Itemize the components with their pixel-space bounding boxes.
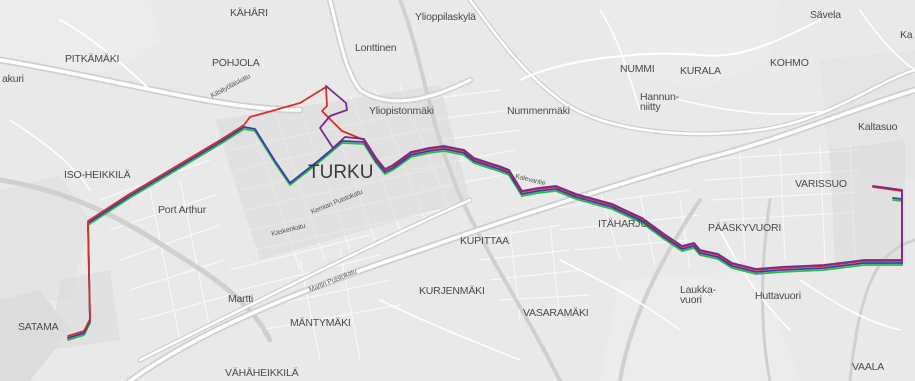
label-laukkavuori: Laukka-vuori bbox=[680, 284, 717, 306]
label-kurala: KURALA bbox=[680, 65, 721, 77]
label-iso-heikkila: ISO-HEIKKILÄ bbox=[64, 169, 131, 181]
bus-routes bbox=[67, 85, 903, 341]
label-nummi: NUMMI bbox=[620, 63, 655, 75]
label-kupittaa: KUPITTAA bbox=[460, 235, 509, 247]
label-pitkamaki: PITKÄMÄKI bbox=[65, 53, 119, 65]
label-akuri: akuri bbox=[2, 73, 24, 85]
district-labels: KÄHÄRI Ylioppilaskylä Sävela Ka PITKÄMÄK… bbox=[2, 7, 913, 379]
label-hannunniitty: Hannun-niitty bbox=[640, 91, 680, 113]
label-satama: SATAMA bbox=[18, 321, 59, 333]
label-kaltasuo: Kaltasuo bbox=[858, 121, 898, 133]
label-varissuo: VARISSUO bbox=[795, 178, 847, 190]
label-turku: TURKU bbox=[308, 162, 373, 183]
label-yliopistonmaki: Yliopistonmäki bbox=[369, 105, 434, 117]
label-vasaramaki: VASARAMÄKI bbox=[523, 307, 589, 319]
label-itaharju: ITÄHARJU bbox=[598, 218, 648, 230]
label-mantymaki: MÄNTYMÄKI bbox=[290, 317, 351, 329]
urban-shading bbox=[50, 85, 905, 350]
label-hannunniitty-line1: Hannun- bbox=[640, 91, 680, 103]
label-kohmo: KOHMO bbox=[770, 57, 809, 69]
label-martti: Martti bbox=[228, 293, 253, 305]
label-paaskyvuori: PÄÄSKYVUORI bbox=[708, 222, 781, 234]
label-port-arthur: Port Arthur bbox=[158, 204, 207, 216]
route-line-purple bbox=[319, 85, 903, 270]
label-vahaheikkila: VÄHÄHEIKKILÄ bbox=[225, 367, 299, 379]
label-huttavuori: Huttavuori bbox=[755, 290, 801, 302]
label-laukkavuori-line1: Laukka- bbox=[680, 284, 717, 296]
label-savela: Sävela bbox=[810, 9, 841, 21]
label-nummenmaki: Nummenmäki bbox=[507, 105, 570, 117]
label-laukkavuori-line2: vuori bbox=[680, 294, 702, 306]
label-kurjenmaki: KURJENMÄKI bbox=[419, 285, 485, 297]
route-line-blue bbox=[67, 126, 903, 339]
label-pohjola: POHJOLA bbox=[212, 57, 260, 69]
label-vaala: VAALA bbox=[852, 361, 884, 373]
harbor-water bbox=[0, 290, 70, 381]
route-line-green bbox=[67, 128, 903, 341]
label-kahari: KÄHÄRI bbox=[230, 7, 268, 19]
label-ka: Ka bbox=[900, 29, 913, 41]
label-ylioppilaskyla: Ylioppilaskylä bbox=[415, 11, 476, 23]
label-lonttinen: Lonttinen bbox=[355, 42, 397, 54]
label-hannunniitty-line2: niitty bbox=[640, 101, 661, 113]
